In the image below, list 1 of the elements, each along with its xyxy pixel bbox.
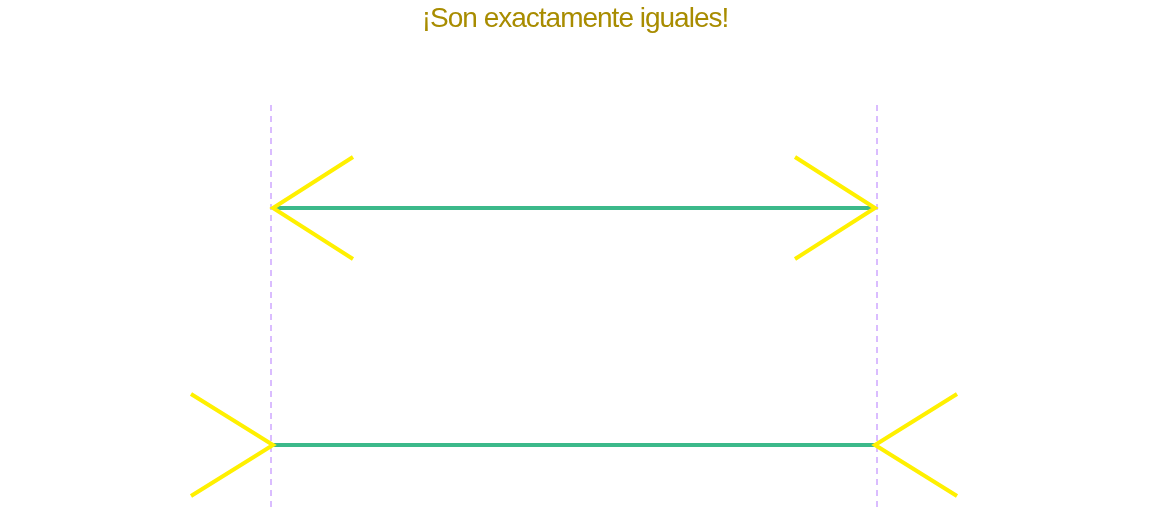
title: ¡Son exactamente iguales! <box>420 2 730 34</box>
